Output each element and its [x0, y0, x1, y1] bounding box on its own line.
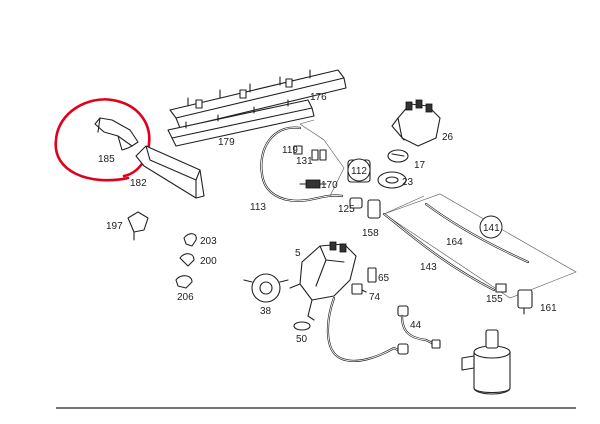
- label-125: 125: [338, 204, 355, 215]
- part-131-sensor[interactable]: [311, 149, 327, 161]
- label-112: 112: [351, 166, 367, 177]
- part-206-clip[interactable]: [175, 275, 193, 289]
- label-206: 206: [177, 292, 194, 303]
- part-179-rail[interactable]: [167, 99, 315, 147]
- label-50: 50: [296, 334, 308, 345]
- part-17-rotor[interactable]: [387, 149, 409, 163]
- label-119: 119: [282, 145, 298, 156]
- part-170-sensor[interactable]: [299, 179, 327, 189]
- ignition-cable[interactable]: [326, 296, 409, 363]
- part-38-cap[interactable]: [243, 273, 289, 303]
- callout-circle-141: [479, 215, 503, 239]
- label-179: 179: [218, 137, 235, 148]
- part-161-fuel-filter[interactable]: [517, 289, 533, 315]
- part-113-hose[interactable]: [260, 126, 344, 202]
- label-155: 155: [486, 294, 503, 305]
- ignition-coil[interactable]: [461, 329, 511, 395]
- part-125-connector[interactable]: [349, 197, 363, 209]
- label-200: 200: [200, 256, 217, 267]
- part-119-sensor[interactable]: [293, 145, 303, 155]
- part-26-distributor-cap[interactable]: [391, 99, 441, 147]
- part-44-sensor-cable[interactable]: [397, 305, 441, 349]
- label-65: 65: [378, 273, 390, 284]
- part-50-o-ring[interactable]: [293, 321, 311, 331]
- part-164-hose[interactable]: [424, 202, 530, 264]
- part-197-clip[interactable]: [127, 211, 149, 241]
- label-17: 17: [414, 160, 426, 171]
- label-38: 38: [260, 306, 272, 317]
- callout-circle-112: [347, 158, 371, 182]
- part-74-clip[interactable]: [351, 283, 367, 295]
- part-23-ring[interactable]: [377, 171, 407, 189]
- label-23: 23: [402, 177, 414, 188]
- part-65-bolt[interactable]: [367, 267, 377, 283]
- part-155-fitting[interactable]: [495, 283, 507, 293]
- part-182-trim[interactable]: [135, 145, 205, 199]
- label-113: 113: [250, 202, 266, 213]
- label-141: 141: [483, 223, 500, 234]
- part-176-rail[interactable]: [169, 69, 347, 129]
- label-203: 203: [200, 236, 217, 247]
- label-164: 164: [446, 237, 463, 248]
- part-143-hose[interactable]: [382, 212, 496, 292]
- label-197: 197: [106, 221, 123, 232]
- label-161: 161: [540, 303, 557, 314]
- label-182: 182: [130, 178, 147, 189]
- label-143: 143: [420, 262, 437, 273]
- label-170: 170: [321, 180, 338, 191]
- part-5-distributor[interactable]: [289, 241, 357, 321]
- label-131: 131: [296, 156, 313, 167]
- label-44: 44: [410, 320, 422, 331]
- part-200-clip[interactable]: [179, 253, 195, 267]
- label-74: 74: [369, 292, 381, 303]
- part-158-connector[interactable]: [367, 199, 381, 219]
- label-26: 26: [442, 132, 454, 143]
- label-185: 185: [98, 154, 115, 165]
- label-176: 176: [310, 92, 327, 103]
- part-203-clip[interactable]: [183, 233, 197, 247]
- label-5: 5: [295, 248, 301, 259]
- part-185-cover[interactable]: [94, 117, 139, 151]
- label-158: 158: [362, 228, 379, 239]
